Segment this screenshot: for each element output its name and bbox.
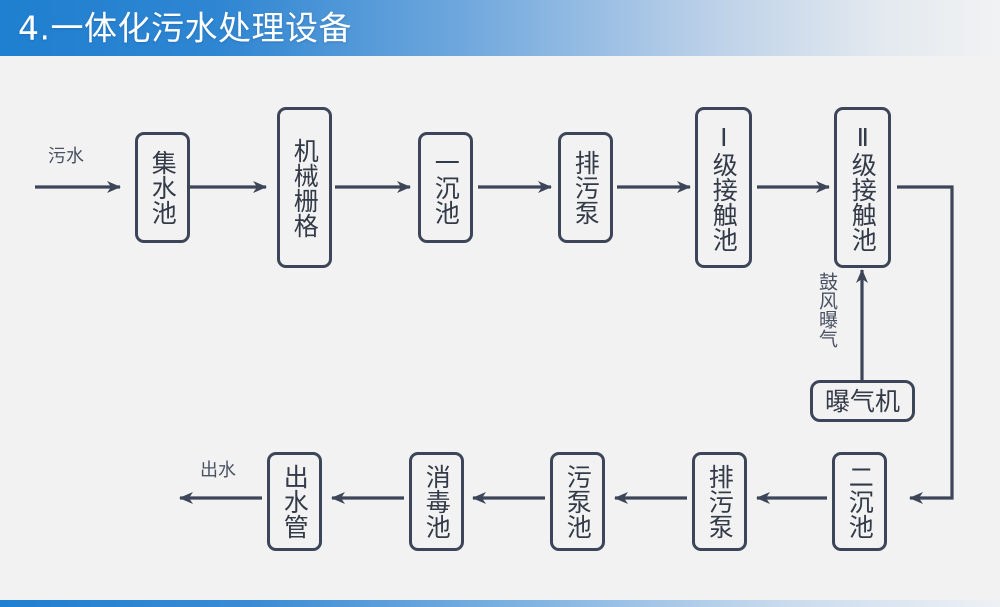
connector-layer <box>35 181 954 504</box>
node-disinfection-tank[interactable]: 消毒池 <box>409 452 464 551</box>
node-contact-tank-2[interactable]: Ⅱ级接触池 <box>834 107 891 268</box>
node-label: 二沉池 <box>845 464 875 539</box>
node-collection-tank[interactable]: 集水池 <box>135 132 190 243</box>
node-sewage-pump-2[interactable]: 排污泵 <box>692 452 747 551</box>
edge-label-aeration: 鼓风曝气 <box>815 272 838 348</box>
node-sewage-pump-1[interactable]: 排污泵 <box>558 132 613 243</box>
node-label: 排污泵 <box>705 464 735 539</box>
node-label: 出水管 <box>280 464 310 539</box>
slide-footer-bar <box>0 600 1000 607</box>
node-primary-sedimentation-tank[interactable]: 一沉池 <box>418 132 473 243</box>
node-label: 曝气机 <box>824 386 900 416</box>
node-mechanical-grille[interactable]: 机械栅格 <box>277 107 332 268</box>
node-label: 污泵池 <box>563 464 593 539</box>
node-aerator[interactable]: 曝气机 <box>810 380 915 422</box>
node-outlet-pipe[interactable]: 出水管 <box>267 452 322 551</box>
node-label: 消毒池 <box>422 464 452 539</box>
process-flow-diagram: 集水池 机械栅格 一沉池 排污泵 Ⅰ级接触池 Ⅱ级接触池 曝气机 二沉池 排污泵 <box>0 56 1000 600</box>
node-label: Ⅱ级接触池 <box>848 123 878 252</box>
node-label: 一沉池 <box>431 150 461 225</box>
node-secondary-sedimentation-tank[interactable]: 二沉池 <box>832 452 887 551</box>
node-label: 排污泵 <box>571 150 601 225</box>
node-label: 机械栅格 <box>290 137 320 238</box>
node-sludge-pump-tank[interactable]: 污泵池 <box>550 452 605 551</box>
node-contact-tank-1[interactable]: Ⅰ级接触池 <box>695 107 752 268</box>
slide-header-bar: 4.一体化污水处理设备 <box>0 0 1000 56</box>
edge-label-inlet: 污水 <box>48 146 84 167</box>
node-label: Ⅰ级接触池 <box>709 123 739 252</box>
edge-n6-to-n8 <box>897 185 954 504</box>
page-title: 4.一体化污水处理设备 <box>18 8 352 48</box>
edge-label-outlet: 出水 <box>200 460 236 481</box>
node-label: 集水池 <box>148 150 178 225</box>
